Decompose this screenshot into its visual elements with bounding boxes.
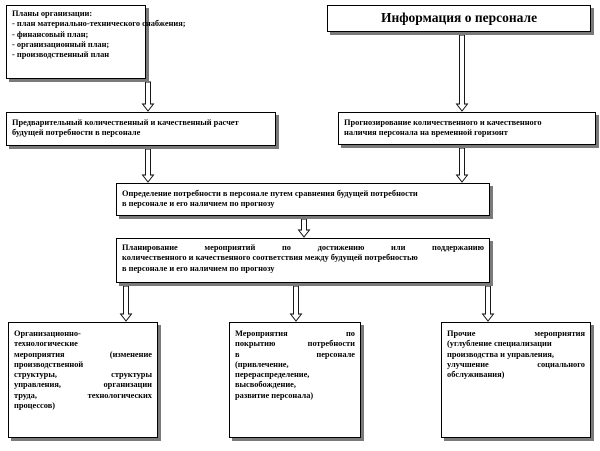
org-measures-line: труда, технологических (14, 390, 152, 400)
plans-node: Планы организации: - план материально-те… (6, 5, 186, 79)
coverage-line: (привлечение, (235, 359, 289, 369)
org-measures-line: структуры, структуры (14, 370, 152, 379)
other-measures-line: улучшение социального (447, 359, 585, 369)
coverage-line: высвобождение, (235, 380, 296, 390)
arrow-preliminary-to-determination (141, 148, 155, 183)
preliminary-line: Предварительный количественный и качеств… (12, 118, 239, 127)
preliminary-line: будущей потребности в персонале (12, 128, 141, 138)
coverage-measures-node: Мероприятия по покрытию потребности в пе… (229, 322, 361, 438)
org-measures-line: процессов) (14, 400, 56, 410)
plans-item: - производственный план (12, 50, 110, 59)
coverage-line: перераспределение, (235, 370, 310, 379)
forecast-node: Прогнозирование количественного и качест… (338, 112, 596, 145)
arrow-planning-to-other-measures (481, 285, 495, 322)
arrow-info-to-forecast (455, 34, 469, 112)
other-measures-line: обслуживания) (447, 370, 505, 379)
org-measures-line: Организационно- (14, 329, 81, 338)
org-measures-line: технологические (14, 339, 78, 349)
plans-heading: Планы организации: (12, 9, 93, 18)
preliminary-calc-node: Предварительный количественный и качеств… (6, 112, 276, 146)
plans-item: - организационный план; (12, 39, 110, 49)
arrow-planning-to-org-measures (119, 285, 133, 322)
coverage-line: развитие персонала) (235, 390, 314, 400)
arrow-forecast-to-determination (455, 147, 469, 183)
plans-item: - план материально-технического снабжени… (12, 19, 186, 29)
other-measures-line: Прочие мероприятия (447, 329, 585, 338)
need-determination-node: Определение потребности в персонале путе… (116, 183, 490, 216)
forecast-line: Прогнозирование количественного и качест… (344, 118, 542, 127)
planning-line: количественного и качественного соответс… (122, 253, 418, 263)
org-measures-line: производственной (14, 359, 84, 369)
determination-line: Определение потребности в персонале путе… (122, 189, 418, 198)
arrow-determination-to-planning (297, 218, 311, 238)
personnel-info-node: Информация о персонале (327, 5, 591, 32)
coverage-line: в персонале (235, 349, 355, 359)
other-measures-line: (углубление специализации (447, 339, 552, 349)
arrow-planning-to-coverage-measures (289, 285, 303, 322)
planning-line: в персонале и его наличием по прогнозу (122, 263, 275, 273)
forecast-line: наличия персонала на временной горизонт (344, 128, 508, 138)
determination-line: в персонале и его наличием по прогнозу (122, 199, 275, 209)
coverage-line: Мероприятия по (235, 329, 355, 338)
planning-line: Планирование мероприятий по достижению и… (122, 243, 484, 252)
org-tech-measures-node: Организационно- технологические мероприя… (8, 322, 158, 438)
arrow-plans-to-preliminary (141, 81, 155, 112)
other-measures-line: производства и управления, (447, 349, 555, 359)
measures-planning-node: Планирование мероприятий по достижению и… (116, 238, 490, 283)
org-measures-line: управления, организации (14, 380, 152, 390)
coverage-line: покрытию потребности (235, 339, 355, 349)
plans-item: - финансовый план; (12, 29, 89, 39)
personnel-info-title: Информация о персонале (380, 10, 538, 26)
other-measures-node: Прочие мероприятия (углубление специализ… (441, 322, 591, 438)
org-measures-line: мероприятия (изменение (14, 349, 152, 359)
